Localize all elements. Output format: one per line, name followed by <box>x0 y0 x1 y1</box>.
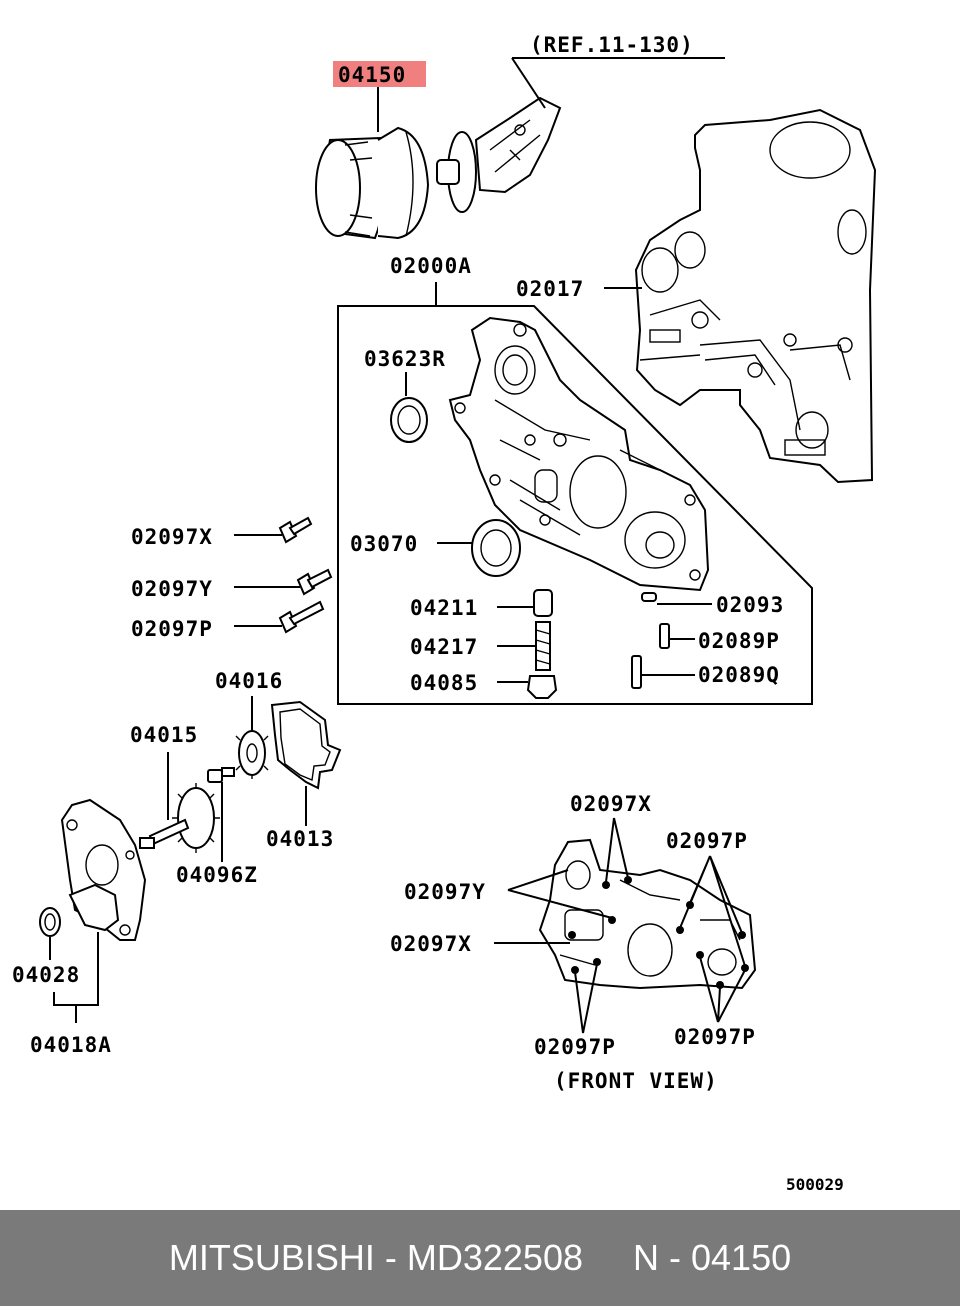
front-view-drawing <box>538 838 757 990</box>
plug-04085 <box>526 675 558 699</box>
plunger-04211 <box>533 589 553 617</box>
part-label-04150: 04150 <box>338 63 406 87</box>
oil-seal-03623R <box>390 397 428 443</box>
part-label-02097P-d: 02097P <box>674 1025 756 1049</box>
part-label-02097Y-b: 02097Y <box>404 880 486 904</box>
part-label-02093: 02093 <box>716 593 784 617</box>
footer-bar: MITSUBISHI - MD322508 N - 04150 <box>0 1210 960 1306</box>
bolt-02097Y <box>296 568 333 596</box>
part-label-02097X-a: 02097X <box>131 525 213 549</box>
part-label-04013: 04013 <box>266 827 334 851</box>
parts-diagram: 04150 (REF.11-130) 02017 02000A <box>12 33 877 1194</box>
assembly-box <box>337 305 813 705</box>
part-label-03623R: 03623R <box>364 347 446 371</box>
front-case-drawing <box>448 316 710 592</box>
part-label-03070: 03070 <box>350 532 418 556</box>
footer-text: MITSUBISHI - MD322508 N - 04150 <box>168 1237 792 1278</box>
part-label-04015: 04015 <box>130 723 198 747</box>
bolt-02097X <box>278 516 313 544</box>
oil-seal-03070 <box>471 519 521 577</box>
part-label-04028: 04028 <box>12 963 80 987</box>
part-label-04217: 04217 <box>410 635 478 659</box>
part-label-02097Y-a: 02097Y <box>131 577 213 601</box>
part-label-02097X-b: 02097X <box>570 792 652 816</box>
seal-04028 <box>39 907 61 937</box>
oil-filter-drawing <box>315 126 430 240</box>
bolt-02097P <box>278 600 325 634</box>
part-label-04211: 04211 <box>410 596 478 620</box>
part-label-04016: 04016 <box>215 669 283 693</box>
part-label-04096Z: 04096Z <box>176 863 258 887</box>
cylinder-block-drawing <box>634 108 877 484</box>
ref-label: (REF.11-130) <box>530 33 694 57</box>
pin-02089Q <box>631 655 642 689</box>
part-label-02097P-a: 02097P <box>131 617 213 641</box>
part-label-02097P-b: 02097P <box>666 829 748 853</box>
part-label-04085: 04085 <box>410 671 478 695</box>
oil-pump-case-drawing <box>60 798 147 941</box>
gear-04016 <box>235 727 269 779</box>
bolt-04096Z <box>207 767 235 783</box>
part-label-02089Q: 02089Q <box>698 663 780 687</box>
part-label-04018A: 04018A <box>30 1033 112 1057</box>
part-label-02017: 02017 <box>516 277 584 301</box>
part-label-02089P: 02089P <box>698 629 780 653</box>
part-label-02097X-c: 02097X <box>390 932 472 956</box>
spring-04217 <box>535 621 551 671</box>
pin-02093 <box>641 592 657 602</box>
gear-04015 <box>139 783 220 853</box>
part-label-02097P-c: 02097P <box>534 1035 616 1059</box>
front-view-caption: (FRONT VIEW) <box>554 1069 718 1093</box>
part-label-02000A: 02000A <box>390 254 472 278</box>
pin-02089P <box>659 623 670 649</box>
highlight-box <box>333 61 426 87</box>
diagram-code: 500029 <box>786 1175 844 1194</box>
filter-bracket-drawing <box>436 96 562 213</box>
